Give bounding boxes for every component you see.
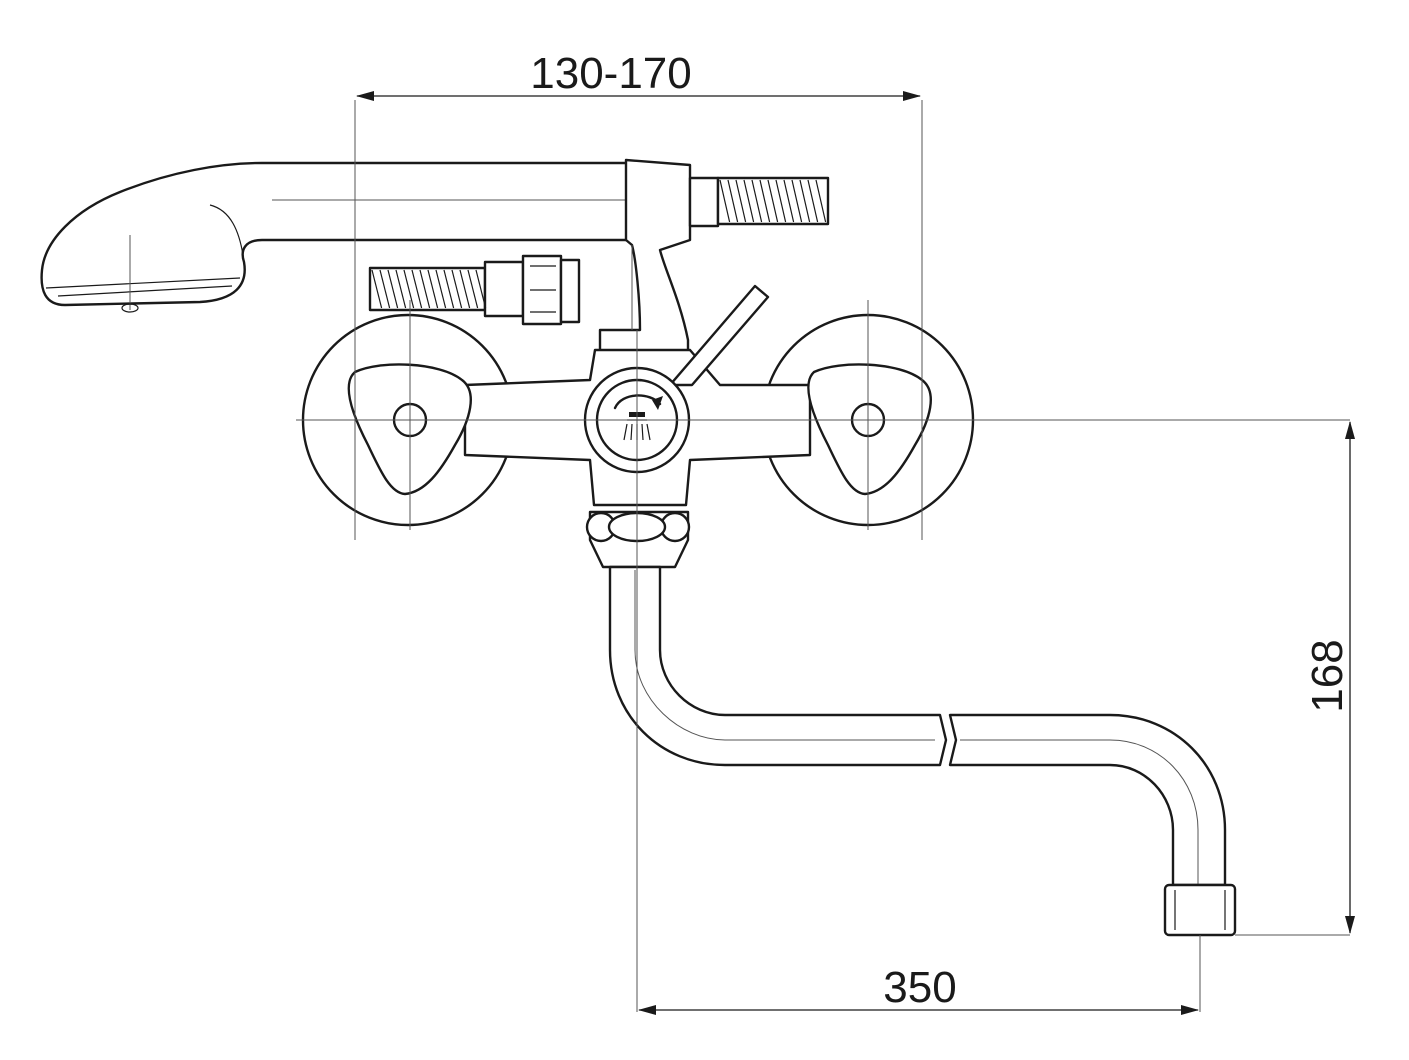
hose-winding [783, 179, 795, 223]
spout-nut [585, 510, 691, 569]
hose-winding [379, 269, 391, 309]
hose-winding [735, 179, 747, 223]
hose-winding [467, 269, 479, 309]
hose-winding [395, 269, 407, 309]
hose-winding [727, 179, 739, 223]
dimension-label-top-width: 130-170 [530, 49, 691, 98]
hose-winding [459, 269, 471, 309]
hose-winding [419, 269, 431, 309]
hose-winding [435, 269, 447, 309]
dimension-top-width: 130-170 [356, 49, 921, 101]
hose-winding [799, 179, 811, 223]
hose-winding [427, 269, 439, 309]
hose-winding [443, 269, 455, 309]
hose-winding [719, 179, 731, 223]
hose-winding [815, 179, 827, 223]
dimension-spout-reach: 350 [638, 963, 1199, 1015]
hose-winding [403, 269, 415, 309]
hose-winding [743, 179, 755, 223]
hose-winding [475, 269, 487, 309]
hose-winding [451, 269, 463, 309]
hose-winding [387, 269, 399, 309]
dimension-label-spout-height: 168 [1303, 639, 1352, 712]
hose-winding [759, 179, 771, 223]
upper-hose-coil [719, 179, 827, 223]
hand-shower [40, 161, 642, 313]
hose-winding [775, 179, 787, 223]
hose-winding [751, 179, 763, 223]
dimension-spout-height: 168 [1303, 421, 1355, 934]
upper-hose [688, 176, 830, 228]
hose-winding [767, 179, 779, 223]
hose-winding [371, 269, 383, 309]
hose-winding [791, 179, 803, 223]
construction-lines [296, 100, 1350, 1012]
lower-hose [368, 254, 581, 326]
dimension-label-spout-reach: 350 [883, 963, 956, 1012]
spout [608, 565, 1237, 937]
hose-winding [411, 269, 423, 309]
lower-hose-coil [371, 269, 487, 309]
hose-winding [807, 179, 819, 223]
